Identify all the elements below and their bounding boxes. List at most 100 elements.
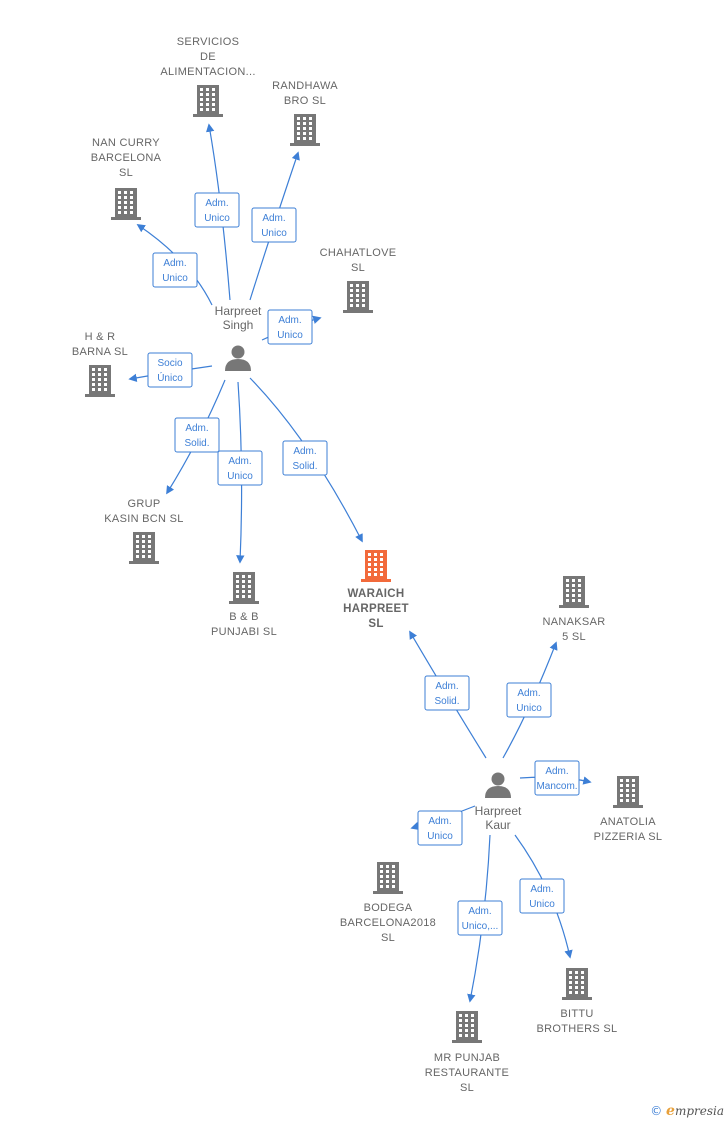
role-badge[interactable]: Adm.Solid. bbox=[282, 440, 328, 476]
role-badge-box bbox=[217, 450, 263, 486]
role-badge-box bbox=[534, 760, 580, 796]
company-label-line: HARPREET bbox=[343, 603, 409, 615]
building-icon bbox=[290, 114, 320, 146]
company-label-line: B & B bbox=[229, 611, 259, 623]
brand-name: mpresia bbox=[674, 1104, 724, 1118]
role-badge-box bbox=[506, 682, 552, 718]
role-text: Unico bbox=[529, 899, 555, 910]
company-label-line: BRO SL bbox=[284, 95, 326, 107]
person-label-line: Harpreet bbox=[215, 304, 262, 318]
role-badge[interactable]: Adm.Unico bbox=[251, 207, 297, 243]
company-label-line: RANDHAWA bbox=[272, 80, 338, 92]
role-text: Adm. bbox=[228, 456, 251, 467]
role-text: Unico bbox=[204, 213, 230, 224]
role-badge[interactable]: Adm. Unico bbox=[519, 878, 565, 914]
company-label-line: SERVICIOS bbox=[177, 36, 239, 48]
role-text: Unico bbox=[227, 471, 253, 482]
company-label-line: BARCELONA2018 bbox=[340, 917, 436, 929]
role-text: Unico bbox=[261, 228, 287, 239]
role-text: Unico bbox=[162, 273, 188, 284]
role-text: Adm. bbox=[517, 688, 540, 699]
role-text: Unico,... bbox=[462, 921, 499, 932]
building-icon bbox=[559, 576, 589, 608]
brand-initial: e bbox=[666, 1103, 675, 1119]
role-badge[interactable]: Adm.Mancom. bbox=[534, 760, 580, 796]
company-label-line: BARCELONA bbox=[91, 152, 162, 164]
company-label-line: KASIN BCN SL bbox=[104, 513, 183, 525]
role-badge[interactable]: Adm.Unico bbox=[417, 810, 463, 846]
role-badge-box bbox=[251, 207, 297, 243]
company-node-anatolia[interactable]: ANATOLIA PIZZERIA SL bbox=[594, 776, 663, 843]
building-icon bbox=[452, 1011, 482, 1043]
person-label-line: Kaur bbox=[485, 818, 510, 832]
person-label-line: Singh bbox=[223, 318, 254, 332]
role-badge-box bbox=[282, 440, 328, 476]
company-node-waraich[interactable]: WARAICH HARPREET SL bbox=[343, 550, 409, 630]
building-icon bbox=[193, 85, 223, 117]
role-badge-box bbox=[152, 252, 198, 288]
role-badge-box bbox=[417, 810, 463, 846]
role-text: Adm. bbox=[530, 884, 553, 895]
company-label-line: ANATOLIA bbox=[600, 816, 656, 828]
empresia-logo[interactable]: © empresia bbox=[650, 1103, 724, 1119]
role-badge[interactable]: Adm.Unico bbox=[267, 309, 313, 345]
role-text: Solid. bbox=[434, 696, 459, 707]
role-text: Socio bbox=[157, 358, 182, 369]
role-badge-box bbox=[174, 417, 220, 453]
role-text: Adm. bbox=[185, 423, 208, 434]
role-text: Adm. bbox=[435, 681, 458, 692]
role-badge[interactable]: Adm. Solid. bbox=[174, 417, 220, 453]
role-badge-box bbox=[147, 352, 193, 388]
role-text: Adm. bbox=[468, 906, 491, 917]
role-text: Mancom. bbox=[536, 781, 577, 792]
company-label-line: CHAHATLOVE bbox=[320, 247, 397, 259]
company-node-randhawa[interactable]: RANDHAWA BRO SL bbox=[272, 80, 338, 146]
role-text: Solid. bbox=[184, 438, 209, 449]
role-badge-box bbox=[267, 309, 313, 345]
role-badge[interactable]: Adm.Unico bbox=[506, 682, 552, 718]
role-text: Adm. bbox=[163, 258, 186, 269]
role-text: Adm. bbox=[293, 446, 316, 457]
role-badge[interactable]: Adm. Solid. bbox=[424, 675, 470, 711]
role-badge[interactable]: Adm. Unico bbox=[217, 450, 263, 486]
role-badge[interactable]: Adm. Unico,... bbox=[457, 900, 503, 936]
building-icon bbox=[129, 532, 159, 564]
role-badge[interactable]: Adm. Unico bbox=[152, 252, 198, 288]
company-label-line: SL bbox=[119, 167, 133, 179]
role-badge-box bbox=[519, 878, 565, 914]
company-node-servicios[interactable]: SERVICIOS DE ALIMENTACION... bbox=[160, 36, 255, 117]
company-label-line: RESTAURANTE bbox=[425, 1067, 509, 1079]
company-label-line: BODEGA bbox=[364, 902, 413, 914]
building-icon bbox=[229, 572, 259, 604]
building-icon bbox=[111, 188, 141, 220]
company-label-line: MR PUNJAB bbox=[434, 1052, 500, 1064]
company-label-line: PIZZERIA SL bbox=[594, 831, 663, 843]
building-icon bbox=[361, 550, 391, 582]
company-label-line: SL bbox=[368, 618, 383, 630]
company-label-line: DE bbox=[200, 51, 216, 63]
company-label-line: WARAICH bbox=[347, 588, 404, 600]
person-icon bbox=[485, 772, 511, 798]
building-icon bbox=[343, 281, 373, 313]
company-label-line: BARNA SL bbox=[72, 346, 128, 358]
role-text: Único bbox=[157, 371, 183, 384]
company-node-hr[interactable]: H & R BARNA SL bbox=[72, 331, 128, 397]
company-label-line: ALIMENTACION... bbox=[160, 66, 255, 78]
building-icon bbox=[85, 365, 115, 397]
company-label-line: H & R bbox=[85, 331, 116, 343]
company-label-line: 5 SL bbox=[562, 631, 586, 643]
role-badge[interactable]: Adm.Unico bbox=[194, 192, 240, 228]
company-label-line: SL bbox=[381, 932, 395, 944]
